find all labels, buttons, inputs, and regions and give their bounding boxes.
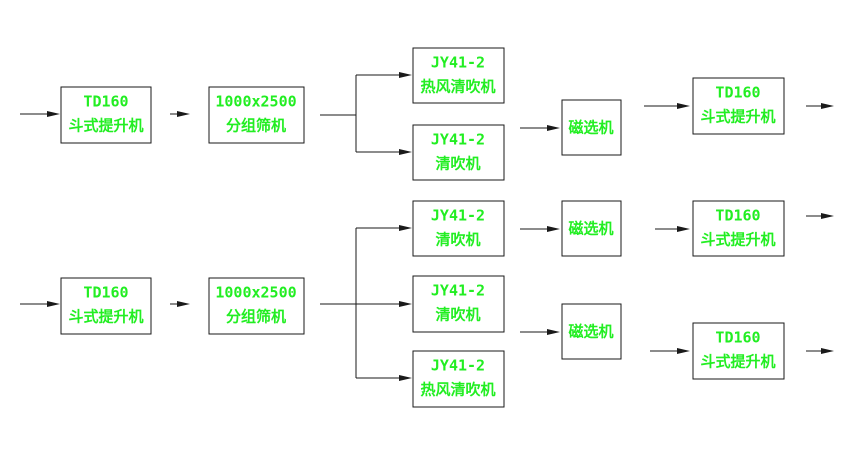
node-label-line2: 斗式提升机 [700,108,775,126]
arrow-output-top [806,103,834,109]
node-elevator-out-bottom-1: TD160 斗式提升机 [692,200,785,257]
node-label-line1: TD160 [83,93,128,111]
node-magnetic-separator-bottom-2: 磁选机 [561,303,622,360]
arrow-to-magnet-top [520,125,560,131]
arrow-to-elev-out-top [644,103,690,109]
node-label-line2: 分组筛机 [226,117,286,135]
node-label-line1: 磁选机 [568,220,613,238]
split-connector-top [320,72,412,155]
node-label-line1: 磁选机 [568,323,613,341]
node-screener-top: 1000x2500 分组筛机 [208,86,305,144]
node-elevator-out-bottom-2: TD160 斗式提升机 [692,322,785,380]
node-label-line2: 斗式提升机 [700,353,775,371]
node-screener-bottom: 1000x2500 分组筛机 [208,277,305,335]
node-label-line1: JY41-2 [431,131,485,149]
node-label-line1: JY41-2 [431,54,485,72]
node-label-line1: JY41-2 [431,357,485,375]
node-label-line1: TD160 [715,329,760,347]
node-label-line2: 清吹机 [435,306,480,324]
node-label-line2: 分组筛机 [226,308,286,326]
node-magnetic-separator-top: 磁选机 [561,99,622,156]
node-elevator-in-top: TD160 斗式提升机 [60,86,152,144]
node-label-line1: JY41-2 [431,207,485,225]
node-elevator-in-bottom: TD160 斗式提升机 [60,277,152,335]
node-label-line1: JY41-2 [431,282,485,300]
node-label-line1: 1000x2500 [215,93,296,111]
arrow-input-top [20,111,60,117]
node-blower-bottom-2: JY41-2 清吹机 [412,275,505,333]
arrow-output-bottom-1 [806,213,834,219]
node-elevator-out-top: TD160 斗式提升机 [692,77,785,135]
node-blower-bottom-1: JY41-2 清吹机 [412,200,505,257]
arrow-to-elev-out-bottom-2 [650,348,690,354]
arrow-to-elev-out-bottom-1 [655,226,690,232]
split-connector-bottom [320,225,412,381]
arrow-to-magnet-bottom-1 [520,226,560,232]
node-label-line2: 清吹机 [435,231,480,249]
node-label-line2: 清吹机 [435,155,480,173]
arrow-to-magnet-bottom-2 [520,329,560,335]
node-hotair-blower-bottom: JY41-2 热风清吹机 [412,350,505,408]
arrow-elev-to-screen-bottom [170,301,190,307]
arrow-output-bottom-2 [806,348,834,354]
node-label-line2: 斗式提升机 [700,231,775,249]
node-label-line2: 热风清吹机 [420,381,495,399]
node-blower-top: JY41-2 清吹机 [412,124,505,181]
node-label-line1: TD160 [715,207,760,225]
node-label-line2: 斗式提升机 [68,308,143,326]
node-label-line2: 热风清吹机 [420,78,495,96]
arrow-input-bottom [20,301,60,307]
node-magnetic-separator-bottom-1: 磁选机 [561,200,622,257]
node-label-line2: 斗式提升机 [68,117,143,135]
arrow-elev-to-screen-top [170,111,190,117]
node-label-line1: TD160 [83,284,128,302]
node-label-line1: 1000x2500 [215,284,296,302]
node-hotair-blower-top: JY41-2 热风清吹机 [412,47,505,104]
node-label-line1: 磁选机 [568,119,613,137]
node-label-line1: TD160 [715,84,760,102]
